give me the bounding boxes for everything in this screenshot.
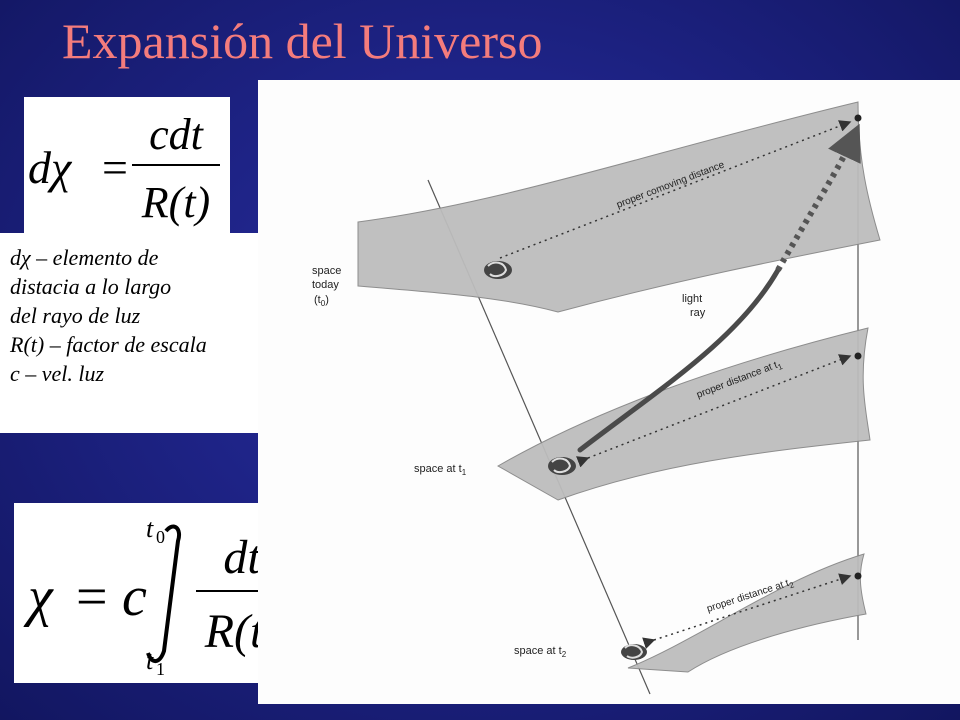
integral-lower-limit: t bbox=[146, 646, 154, 675]
integral-equals: = bbox=[76, 566, 108, 628]
slide-title: Expansión del Universo bbox=[62, 13, 543, 69]
plane-space-t2 bbox=[627, 553, 867, 673]
label-space-t2: space at t2 bbox=[514, 645, 567, 659]
integral-constant: c bbox=[122, 566, 147, 628]
proper-distance-t2-arrow bbox=[642, 573, 852, 649]
formula-integral-panel: χ = c t 0 t 1 dt R(t) bbox=[14, 503, 294, 683]
observer-dot-t1 bbox=[854, 352, 862, 360]
legend-line: dχ – elemento de bbox=[10, 245, 159, 270]
comoving-distance-arrow bbox=[499, 120, 852, 259]
legend-line: c – vel. luz bbox=[10, 361, 105, 386]
formula-numerator: cdt bbox=[149, 110, 205, 159]
plane-space-t1 bbox=[496, 327, 871, 501]
proper-distance-t1-arrow bbox=[576, 354, 852, 468]
integral-lhs: χ bbox=[23, 566, 54, 628]
legend-box: dχ – elemento de distacia a lo largo del… bbox=[0, 233, 298, 433]
legend-line: R(t) – factor de escala bbox=[10, 332, 207, 357]
label-light-ray-2: ray bbox=[690, 307, 706, 319]
legend-line: del rayo de luz bbox=[10, 303, 141, 328]
integral-upper-limit: t bbox=[146, 514, 154, 543]
integral-sign-icon bbox=[146, 524, 181, 663]
formula-differential-panel: dχ = cdt R(t) bbox=[24, 97, 230, 233]
spacetime-diagram: space today (t0) space at t1 space at t2… bbox=[312, 101, 881, 695]
formula-lhs: dχ bbox=[28, 142, 73, 193]
spacetime-diagram-panel: space today (t0) space at t1 space at t2… bbox=[258, 80, 960, 704]
galaxy-icon bbox=[484, 261, 512, 279]
observer-dot-t2 bbox=[854, 572, 862, 580]
formula-denominator: R(t) bbox=[141, 178, 210, 227]
label-light-ray: light bbox=[682, 293, 702, 305]
light-ray-dashed bbox=[775, 123, 861, 272]
label-space-today-2: today bbox=[312, 279, 339, 291]
label-space-today: space bbox=[312, 265, 341, 277]
formula-differential: dχ = cdt R(t) bbox=[28, 110, 220, 227]
observer-dot-today bbox=[854, 114, 862, 122]
integral-numerator: dt bbox=[223, 531, 262, 584]
legend-line: distacia a lo largo bbox=[10, 274, 172, 299]
integral-lower-sub: 1 bbox=[156, 659, 165, 679]
label-space-today-3: (t0) bbox=[314, 294, 329, 308]
light-ray-solid bbox=[577, 267, 781, 453]
formula-equals: = bbox=[102, 142, 128, 193]
galaxy-icon bbox=[548, 457, 576, 475]
galaxy-icon bbox=[621, 644, 647, 660]
plane-space-today bbox=[357, 101, 881, 313]
label-space-t1: space at t1 bbox=[414, 463, 467, 477]
integral-upper-sub: 0 bbox=[156, 527, 165, 547]
formula-integral: χ = c t 0 t 1 dt R(t) bbox=[23, 514, 288, 679]
